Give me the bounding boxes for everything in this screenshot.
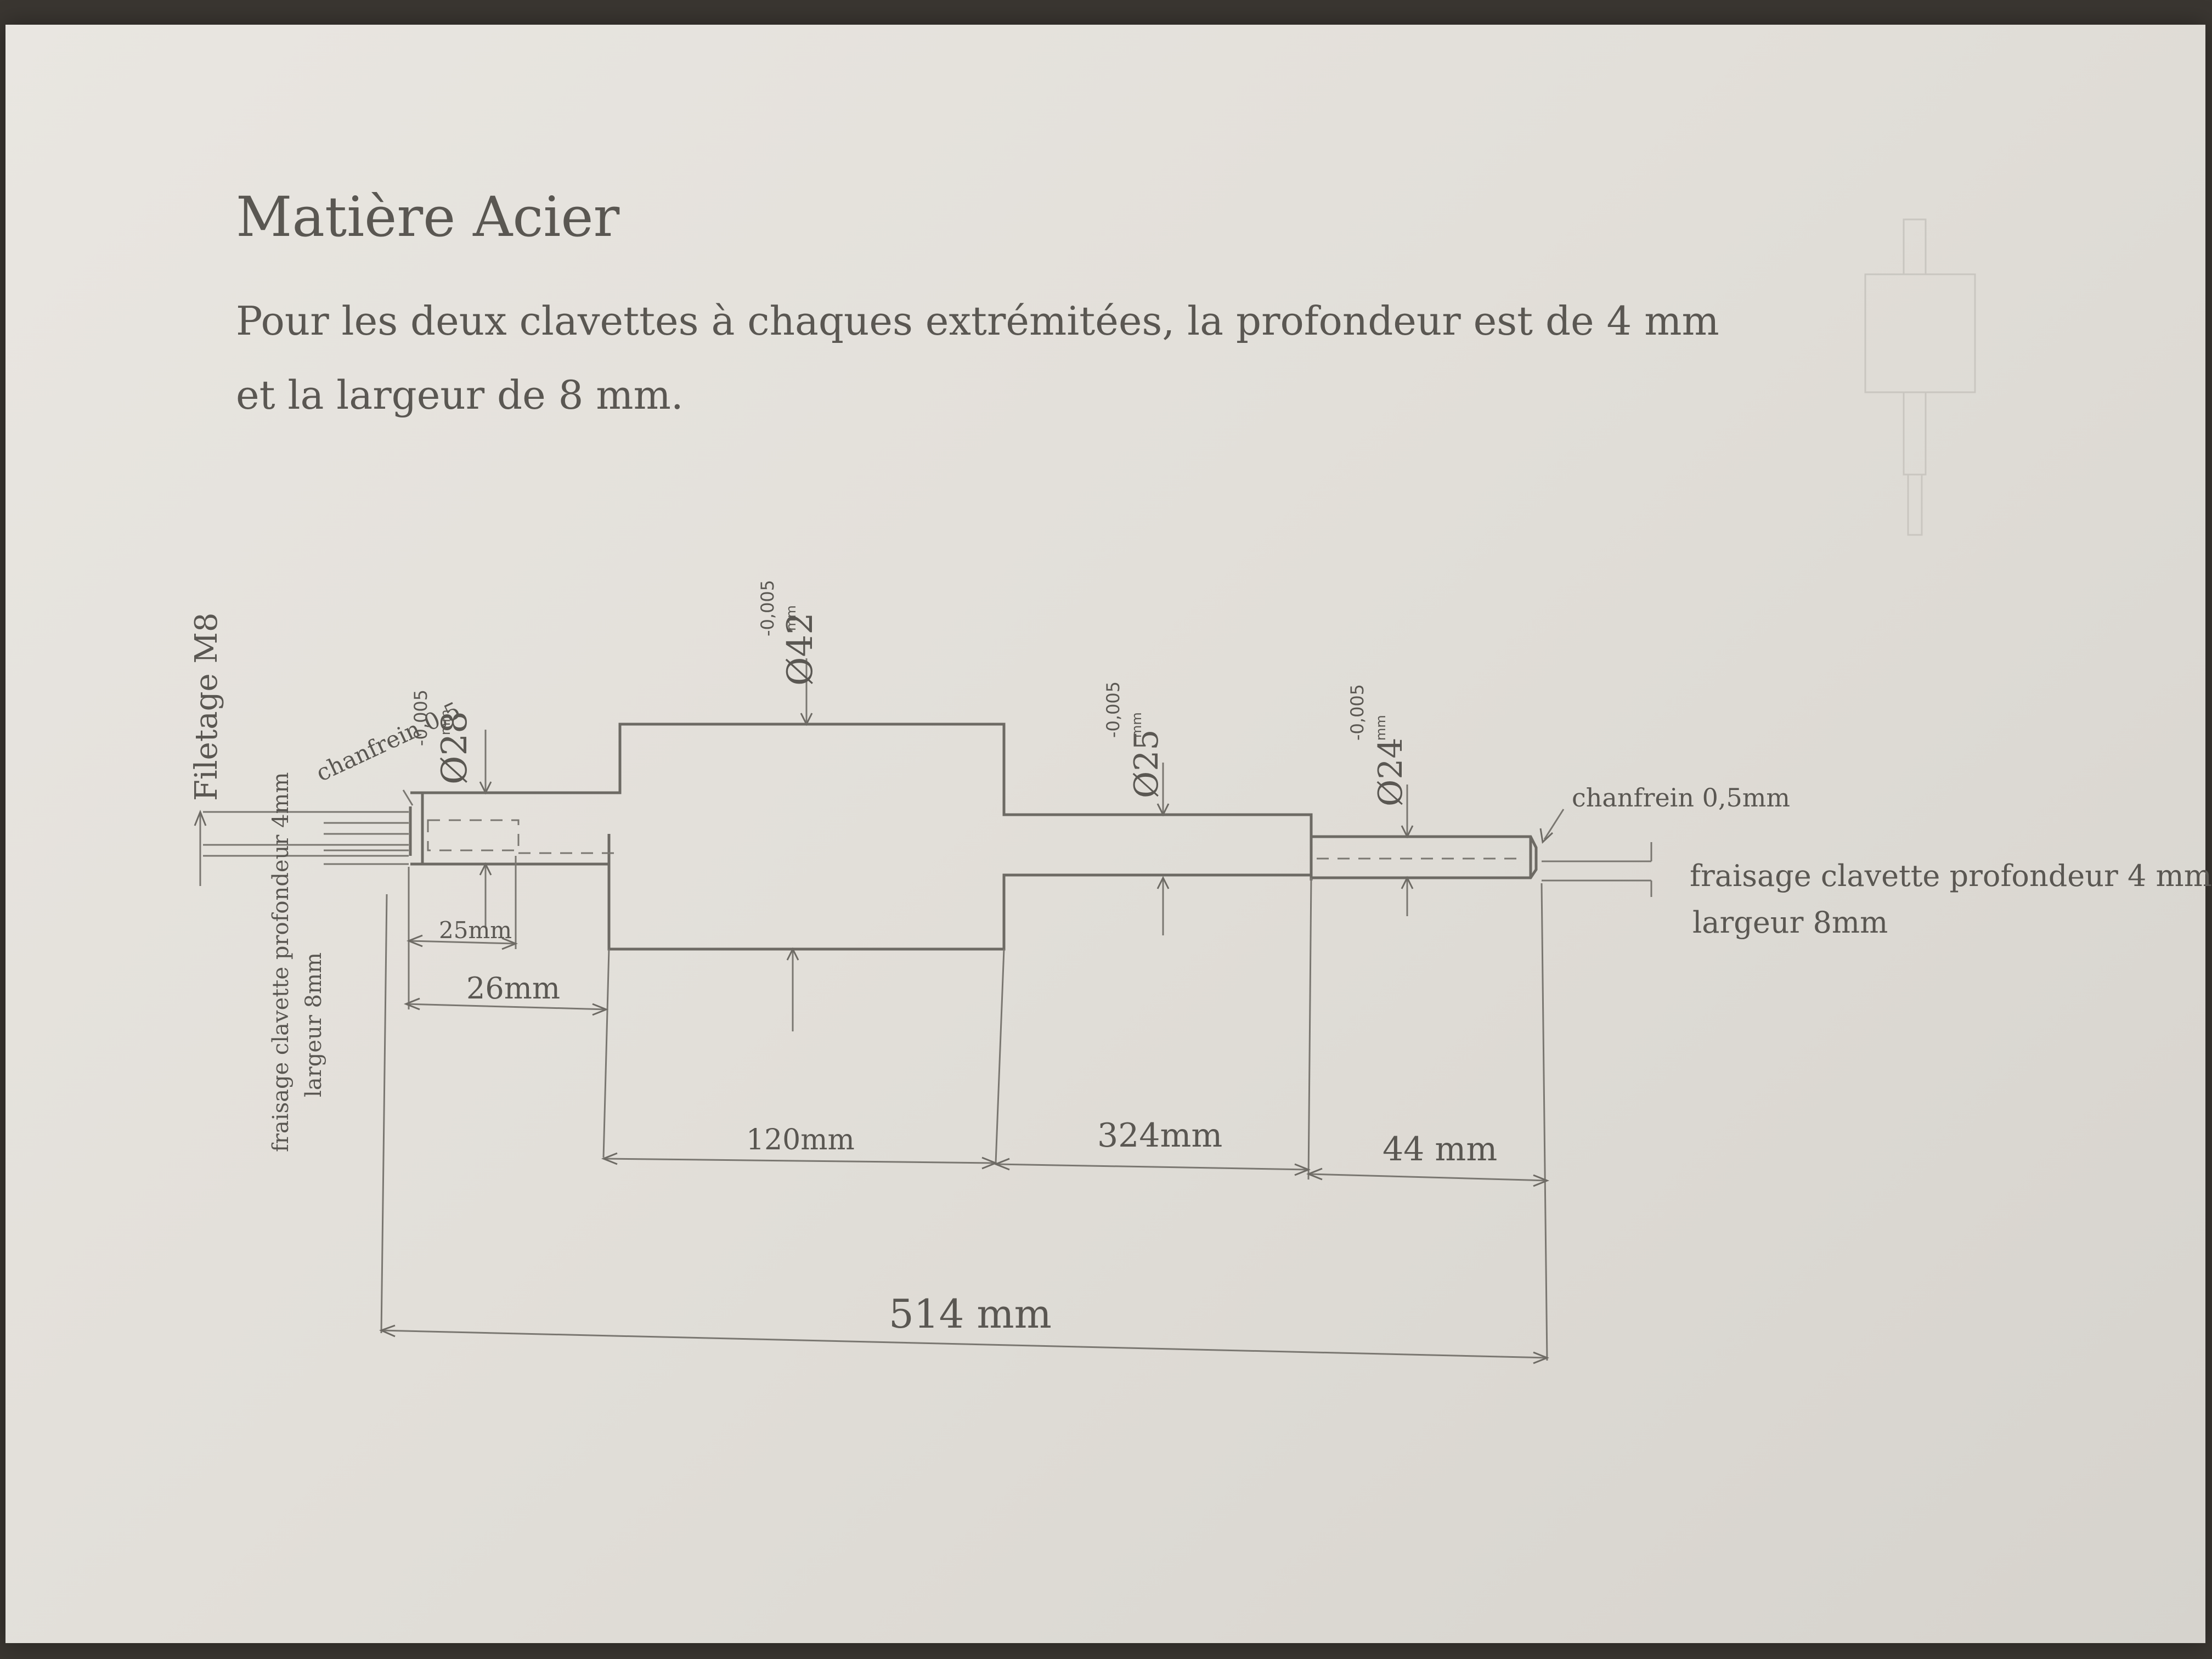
length-26: 26mm [466,971,560,1006]
right-annotations [1539,809,1652,897]
svg-text:mm: mm [438,709,453,735]
diameter-d24: Ø24 -0,005 mm [1347,684,1410,806]
svg-text:mm: mm [783,605,799,631]
svg-text:-0,005: -0,005 [1103,681,1124,738]
svg-text:-0,005: -0,005 [1347,684,1368,741]
length-324: 324mm [1097,1116,1222,1155]
thread-label: Filetage M8 [189,613,224,801]
keyway-note-line2: et la largeur de 8 mm. [236,372,684,418]
dimension-lines [379,934,1550,1364]
svg-text:Ø25: Ø25 [1127,729,1166,798]
svg-text:Ø28: Ø28 [435,711,475,785]
svg-text:Ø24: Ø24 [1372,737,1410,806]
svg-text:Ø42: Ø42 [780,612,821,686]
length-44: 44 mm [1383,1130,1497,1169]
extension-lines [380,856,1548,1361]
diameter-d25: Ø25 -0,005 mm [1103,681,1166,798]
shaft-outline [409,723,1538,951]
svg-text:mm: mm [1373,715,1389,741]
keyway-note-line1: Pour les deux clavettes à chaques extrém… [236,298,1719,344]
keyway-left-label-1: fraisage clavette profondeur 4mm [268,772,294,1152]
svg-text:mm: mm [1129,712,1144,738]
chamfer-right-label: chanfrein 0,5mm [1572,783,1790,812]
diameter-arrows [479,658,1414,1031]
material-note: Matière Acier [236,185,620,249]
diameter-d42: Ø42 -0,005 mm [757,580,821,686]
keyway-right-label-1: fraisage clavette profondeur 4 mm [1690,859,2212,893]
left-annotations [194,789,414,886]
keyway-left-label-2: largeur 8mm [301,952,326,1097]
length-total: 514 mm [889,1291,1052,1337]
length-25: 25mm [439,917,512,944]
side-view-sketch [1864,218,1976,536]
svg-text:-0,005: -0,005 [410,690,431,746]
length-120: 120mm [746,1124,855,1156]
svg-text:-0,005: -0,005 [757,580,778,636]
diameter-d28: Ø28 -0,005 mm [410,690,475,785]
keyway-right-label-2: largeur 8mm [1692,905,1888,940]
